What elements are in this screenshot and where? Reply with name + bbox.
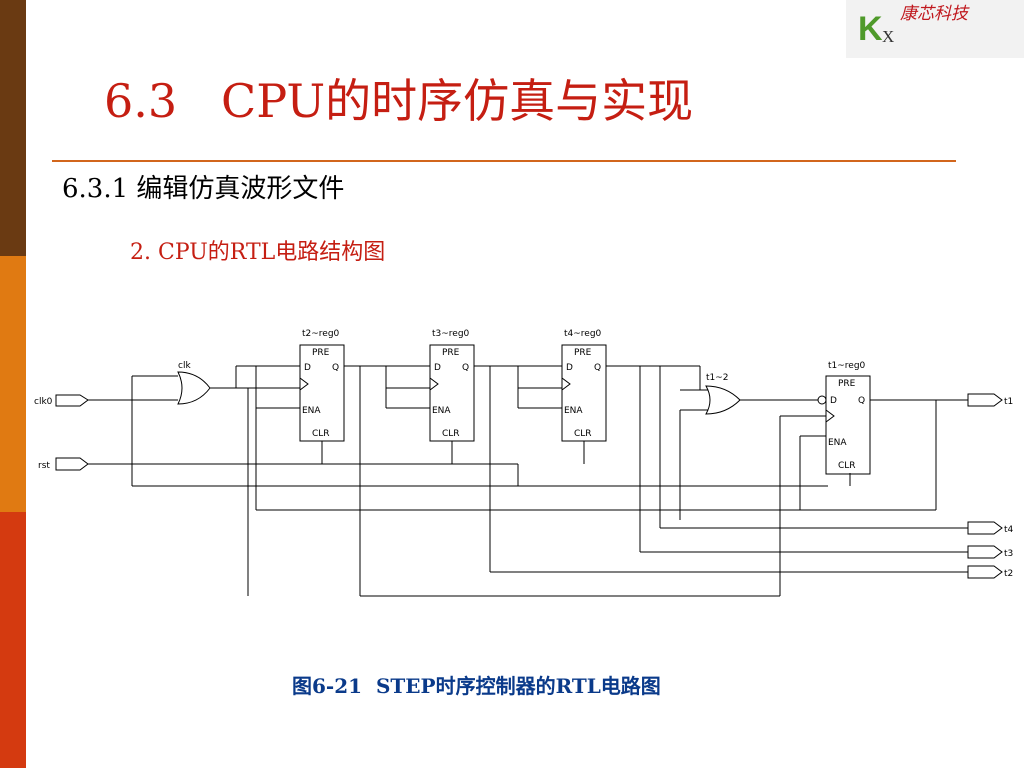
side-stripe-middle (0, 256, 26, 512)
label-ff-t1-clr: CLR (838, 461, 856, 471)
title-divider (52, 160, 956, 162)
flipflop-t4-reg0 (561, 344, 607, 442)
logo-letter-x: X (882, 27, 895, 46)
side-stripe-top (0, 0, 26, 256)
label-ff-t3-ena: ENA (432, 406, 451, 416)
label-ff-t2-q: Q (332, 363, 339, 373)
label-ff-t3-clr: CLR (442, 429, 460, 439)
label-ff-t1-pre: PRE (838, 379, 856, 389)
output-pin-t2 (967, 565, 1003, 579)
label-output-t3: t3 (1004, 549, 1013, 559)
output-pin-t1 (967, 393, 1003, 407)
section-heading: 2. CPU的RTL电路结构图 (130, 240, 386, 265)
or-gate-clk (177, 371, 211, 405)
output-pin-t3 (967, 545, 1003, 559)
label-ff-t3-pre: PRE (442, 348, 460, 358)
slide-subtitle: 6.3.1 编辑仿真波形文件 (62, 174, 345, 204)
flipflop-t1-reg0 (825, 375, 871, 475)
label-output-t4: t4 (1004, 525, 1014, 535)
input-pin-rst (55, 457, 89, 471)
label-ff-t4-q: Q (594, 363, 601, 373)
label-ff-t2-clr: CLR (312, 429, 330, 439)
figure-caption: 图6-21 STEP时序控制器的RTL电路图 (292, 674, 661, 698)
label-ff-t4-d: D (566, 363, 573, 373)
label-gate-t1: t1~2 (706, 373, 729, 383)
label-gate-clk: clk (178, 361, 191, 371)
label-ff-t4-name: t4~reg0 (564, 329, 602, 339)
label-ff-t2-name: t2~reg0 (302, 329, 340, 339)
label-ff-t4-ena: ENA (564, 406, 583, 416)
or-gate-t1 (705, 385, 741, 415)
label-ff-t1-q: Q (858, 396, 865, 406)
flipflop-t2-reg0 (299, 344, 345, 442)
label-ff-t1-d: D (830, 396, 837, 406)
side-stripe-bottom (0, 512, 26, 768)
logo-letter-k: K (858, 10, 883, 48)
slide-title: 6.3 CPU的时序仿真与实现 (104, 74, 694, 128)
label-ff-t4-clr: CLR (574, 429, 592, 439)
logo-company-name: 康芯科技 (900, 4, 968, 24)
label-ff-t2-d: D (304, 363, 311, 373)
label-ff-t3-name: t3~reg0 (432, 329, 470, 339)
flipflop-t3-reg0 (429, 344, 475, 442)
output-pin-t4 (967, 521, 1003, 535)
label-ff-t1-ena: ENA (828, 438, 847, 448)
label-input-clk0: clk0 (34, 397, 53, 407)
label-ff-t1-name: t1~reg0 (828, 361, 866, 371)
label-ff-t2-pre: PRE (312, 348, 330, 358)
label-ff-t3-d: D (434, 363, 441, 373)
label-ff-t4-pre: PRE (574, 348, 592, 358)
logo (846, 0, 1024, 58)
input-pin-clk0 (55, 394, 89, 407)
label-ff-t2-ena: ENA (302, 406, 321, 416)
label-output-t2: t2 (1004, 569, 1013, 579)
label-output-t1: t1 (1004, 397, 1013, 407)
label-input-rst: rst (38, 461, 50, 471)
label-ff-t3-q: Q (462, 363, 469, 373)
